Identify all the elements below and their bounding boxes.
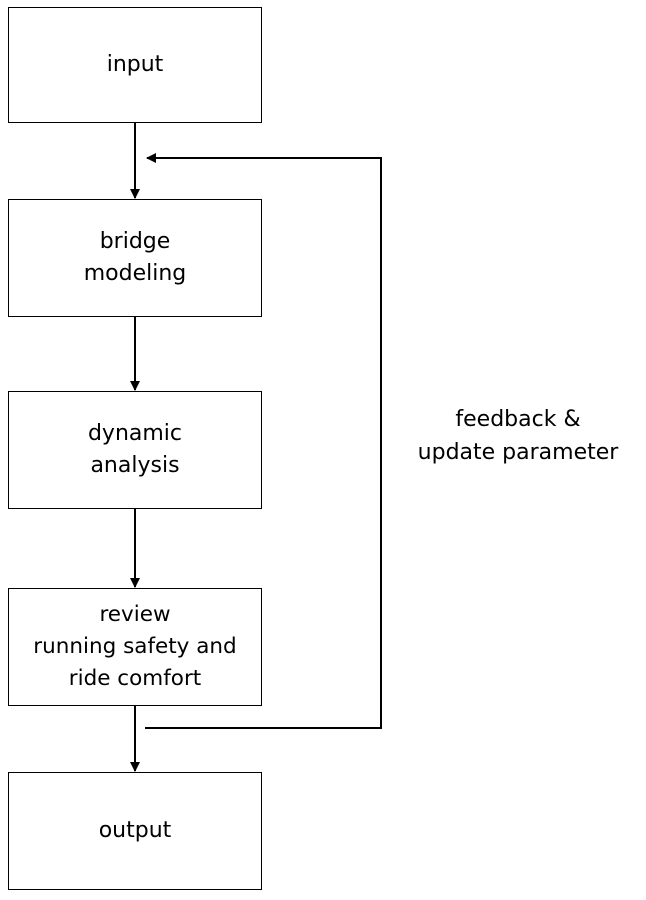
step-input-box: input — [8, 7, 262, 123]
step-bridge-modeling-label-line-1: bridge — [99, 229, 171, 254]
step-dynamic-analysis-label-line-2: analysis — [90, 453, 180, 478]
step-review-label-line-2: running safety and — [33, 634, 237, 659]
step-review-box: review running safety and ride comfort — [8, 588, 262, 706]
feedback-loop-arrow — [145, 153, 382, 729]
step-dynamic-analysis-box: dynamic analysis — [8, 391, 262, 509]
step-bridge-modeling-box: bridge modeling — [8, 199, 262, 317]
step-dynamic-analysis-label-line-1: dynamic — [87, 421, 183, 446]
feedback-label-line-2: update parameter — [417, 440, 619, 465]
feedback-label-line-1: feedback & — [455, 407, 581, 432]
step-review-label-line-3: ride comfort — [68, 666, 202, 691]
step-input-label: input — [106, 52, 164, 77]
step-output-box: output — [8, 772, 262, 890]
feedback-label: feedback & update parameter — [390, 403, 646, 469]
step-output-label: output — [98, 818, 172, 843]
step-bridge-modeling-label-line-2: modeling — [83, 261, 187, 286]
step-review-label-line-1: review — [99, 602, 171, 627]
